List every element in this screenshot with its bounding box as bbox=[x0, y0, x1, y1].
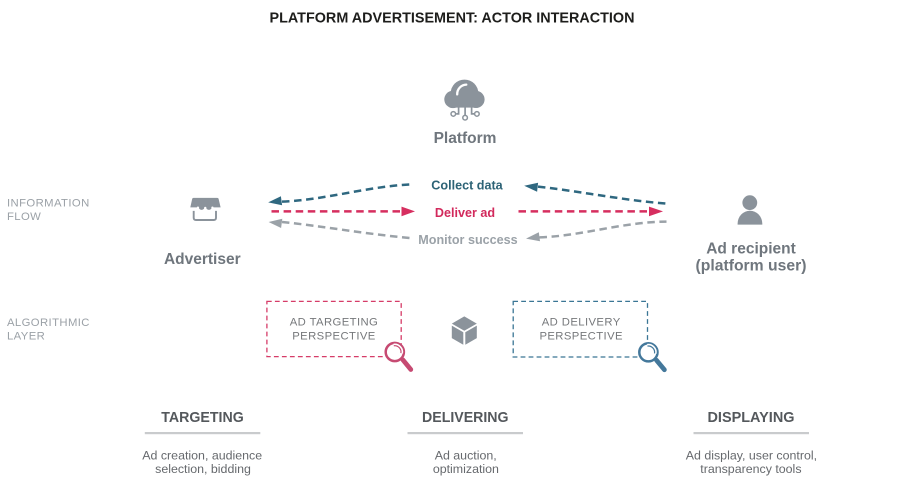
svg-text:AD TARGETING: AD TARGETING bbox=[290, 317, 379, 329]
svg-text:Ad creation, audience: Ad creation, audience bbox=[142, 449, 262, 463]
svg-text:DELIVERING: DELIVERING bbox=[422, 409, 509, 426]
svg-text:Monitor success: Monitor success bbox=[418, 233, 517, 247]
svg-text:ALGORITHMIC: ALGORITHMIC bbox=[7, 317, 90, 329]
svg-text:FLOW: FLOW bbox=[7, 211, 41, 223]
svg-text:AD DELIVERY: AD DELIVERY bbox=[542, 317, 621, 329]
svg-text:PERSPECTIVE: PERSPECTIVE bbox=[292, 331, 376, 343]
svg-text:Ad display, user control,: Ad display, user control, bbox=[686, 449, 817, 463]
svg-text:DISPLAYING: DISPLAYING bbox=[708, 409, 795, 426]
svg-text:Platform: Platform bbox=[434, 130, 497, 147]
svg-text:LAYER: LAYER bbox=[7, 331, 45, 343]
svg-text:Deliver ad: Deliver ad bbox=[435, 206, 495, 220]
svg-text:Collect data: Collect data bbox=[431, 179, 503, 193]
svg-text:Advertiser: Advertiser bbox=[164, 251, 241, 268]
svg-text:INFORMATION: INFORMATION bbox=[7, 197, 90, 209]
svg-text:Ad recipient: Ad recipient bbox=[706, 241, 796, 258]
svg-text:transparency tools: transparency tools bbox=[700, 462, 801, 476]
svg-text:optimization: optimization bbox=[433, 462, 499, 476]
svg-text:TARGETING: TARGETING bbox=[161, 409, 244, 426]
svg-text:selection, bidding: selection, bidding bbox=[155, 462, 251, 476]
svg-text:PLATFORM ADVERTISEMENT: ACTOR: PLATFORM ADVERTISEMENT: ACTOR INTERACTIO… bbox=[270, 11, 635, 27]
svg-text:PERSPECTIVE: PERSPECTIVE bbox=[539, 331, 623, 343]
svg-text:Ad auction,: Ad auction, bbox=[435, 449, 497, 463]
svg-text:(platform user): (platform user) bbox=[696, 257, 807, 274]
